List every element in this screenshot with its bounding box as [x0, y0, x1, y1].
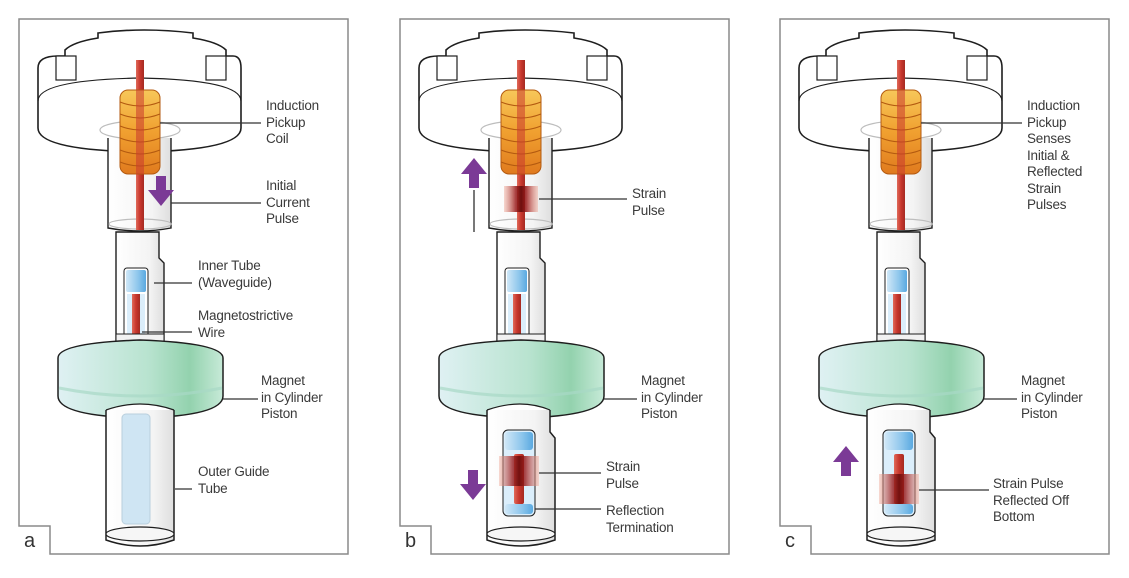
induction-coil — [880, 89, 922, 175]
magnet-ring — [438, 339, 605, 419]
label-outer-guide-tube: Outer Guide Tube — [198, 464, 270, 496]
outer-guide-tube — [105, 403, 175, 547]
panel-frame — [399, 18, 730, 555]
strain-pulse-lower — [499, 456, 539, 486]
wire-segment — [132, 294, 140, 346]
strain-pulse-down-arrow-icon — [460, 470, 486, 500]
panel-a: Induction Pickup Coil Initial Current Pu… — [18, 18, 349, 555]
leader-lines — [535, 198, 637, 510]
leader-lines — [919, 122, 1022, 491]
panel-frame — [779, 18, 1110, 555]
leader-lines — [142, 122, 261, 490]
sensor-illustration-a — [18, 18, 349, 555]
strain-pulse-upper — [504, 186, 538, 212]
label-strain-pulse-reflected: Strain Pulse Reflected Off Bottom — [993, 476, 1069, 524]
current-pulse-arrow-icon — [148, 176, 174, 206]
panel-letter: a — [24, 530, 36, 552]
reflection-termination — [505, 504, 533, 514]
sensor-illustration-b — [399, 18, 730, 555]
label-reflection-termination: Reflection Termination — [606, 503, 674, 535]
label-inner-tube: Inner Tube (Waveguide) — [198, 258, 272, 290]
strain-pulse-up-arrow-icon — [461, 158, 487, 188]
label-initial-current-pulse: Initial Current Pulse — [266, 178, 310, 226]
panel-frame — [18, 18, 349, 555]
reflected-pulse-up-arrow-icon — [833, 446, 859, 476]
magnet-ring — [57, 339, 224, 419]
sensor-illustration-c — [779, 18, 1110, 555]
label-magnet: Magnet in Cylinder Piston — [261, 373, 323, 421]
induction-coil — [119, 89, 161, 175]
magnet-ring — [818, 339, 985, 419]
panel-c: Induction Pickup Senses Initial & Reflec… — [779, 18, 1110, 555]
strain-pulse-reflected — [879, 474, 919, 504]
label-magnetostrictive-wire: Magnetostrictive Wire — [198, 308, 294, 340]
label-induction-pickup-senses: Induction Pickup Senses Initial & Reflec… — [1027, 98, 1083, 212]
label-strain-pulse-lower: Strain Pulse — [606, 459, 641, 491]
label-magnet: Magnet in Cylinder Piston — [1021, 373, 1083, 421]
label-magnet: Magnet in Cylinder Piston — [641, 373, 703, 421]
induction-coil — [500, 89, 542, 175]
panel-b: Strain Pulse Magnet in Cylinder Piston S… — [399, 18, 730, 555]
label-induction-pickup-coil: Induction Pickup Coil — [266, 98, 319, 146]
panel-letter: c — [785, 530, 795, 552]
label-strain-pulse-upper: Strain Pulse — [632, 186, 667, 218]
panel-letter: b — [405, 530, 417, 552]
